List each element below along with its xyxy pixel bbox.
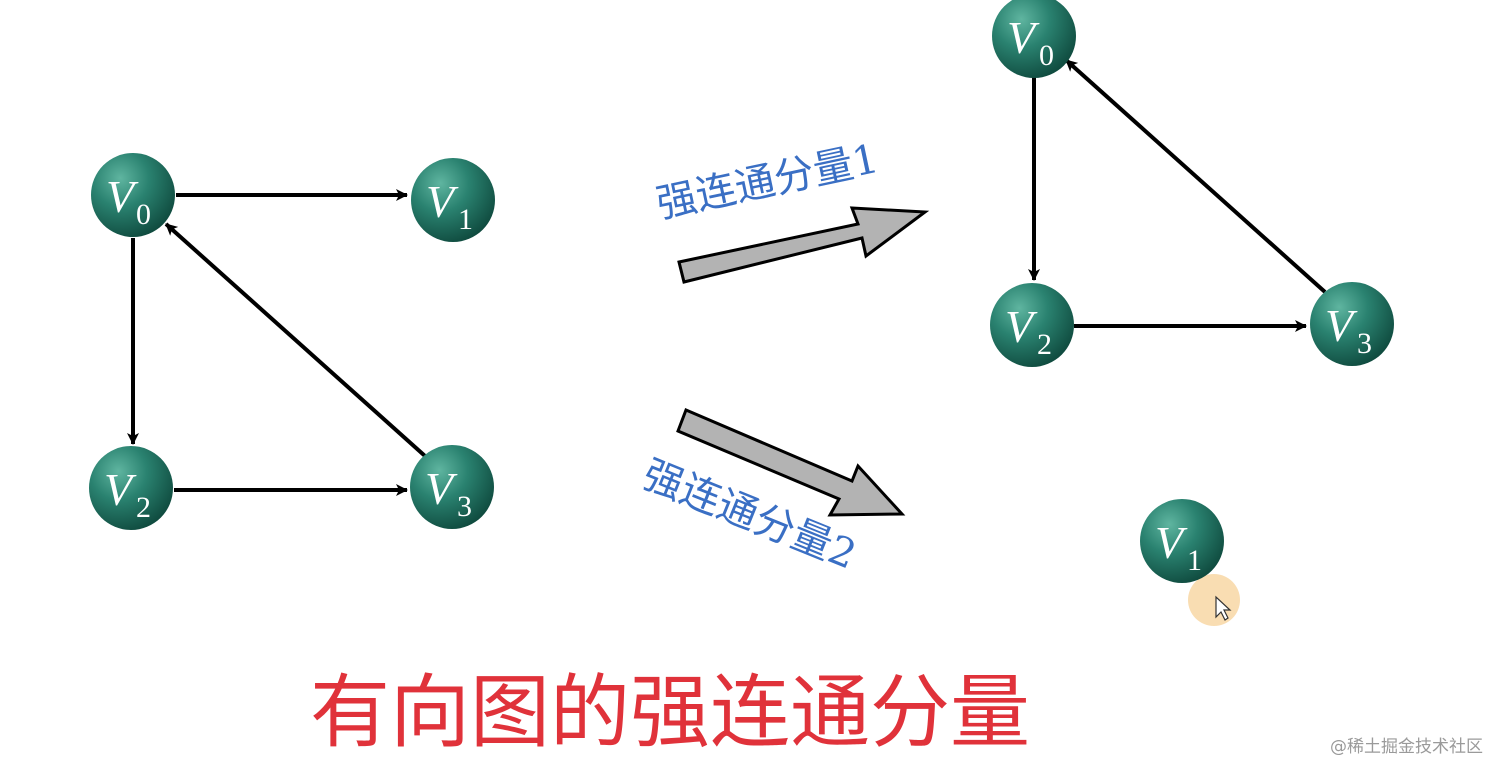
c1-edge-v3-v0 [1064, 58, 1327, 294]
node-v3-sub: 3 [457, 490, 472, 523]
node-v2-letter: V [104, 464, 137, 515]
main-title: 有向图的强连通分量 [310, 666, 1030, 759]
node-v2-sub: 2 [136, 491, 151, 524]
node-v1-sub: 1 [458, 203, 473, 236]
component-1-graph: V 0 V 2 V 3 [990, 0, 1394, 367]
transfer-arrow-2 [676, 408, 906, 517]
mouse-pointer-icon [1215, 595, 1232, 621]
c1-node-v3-sub: 3 [1357, 327, 1372, 360]
component-2-graph: V 1 [1140, 499, 1240, 626]
node-v3: V 3 [410, 445, 494, 529]
original-graph: V 0 V 1 V 2 V 3 [89, 153, 495, 530]
c1-node-v2: V 2 [990, 283, 1074, 367]
node-v2: V 2 [89, 446, 173, 530]
transfer-arrow-1 [677, 206, 930, 284]
c1-node-v3: V 3 [1310, 282, 1394, 366]
c1-node-v0-letter: V [1007, 12, 1040, 63]
c1-node-v3-letter: V [1325, 300, 1358, 351]
c2-node-v1: V 1 [1140, 499, 1224, 583]
c1-node-v0-sub: 0 [1039, 39, 1054, 72]
node-v0-letter: V [106, 171, 139, 222]
edge-v3-v0 [164, 222, 427, 458]
c1-node-v2-letter: V [1005, 301, 1038, 352]
c1-node-v2-sub: 2 [1037, 328, 1052, 361]
node-v0-sub: 0 [136, 198, 151, 231]
cursor-highlight [1188, 574, 1240, 626]
node-v1-letter: V [426, 176, 459, 227]
c2-node-v1-sub: 1 [1187, 544, 1202, 577]
node-v3-letter: V [425, 463, 458, 514]
node-v1: V 1 [411, 158, 495, 242]
node-v0: V 0 [91, 153, 175, 237]
component-label-1: 强连通分量1 [653, 136, 883, 228]
original-edges [127, 189, 427, 496]
watermark: @稀土掘金技术社区 [1330, 737, 1483, 757]
c1-node-v0: V 0 [992, 0, 1076, 78]
c2-node-v1-letter: V [1155, 517, 1188, 568]
